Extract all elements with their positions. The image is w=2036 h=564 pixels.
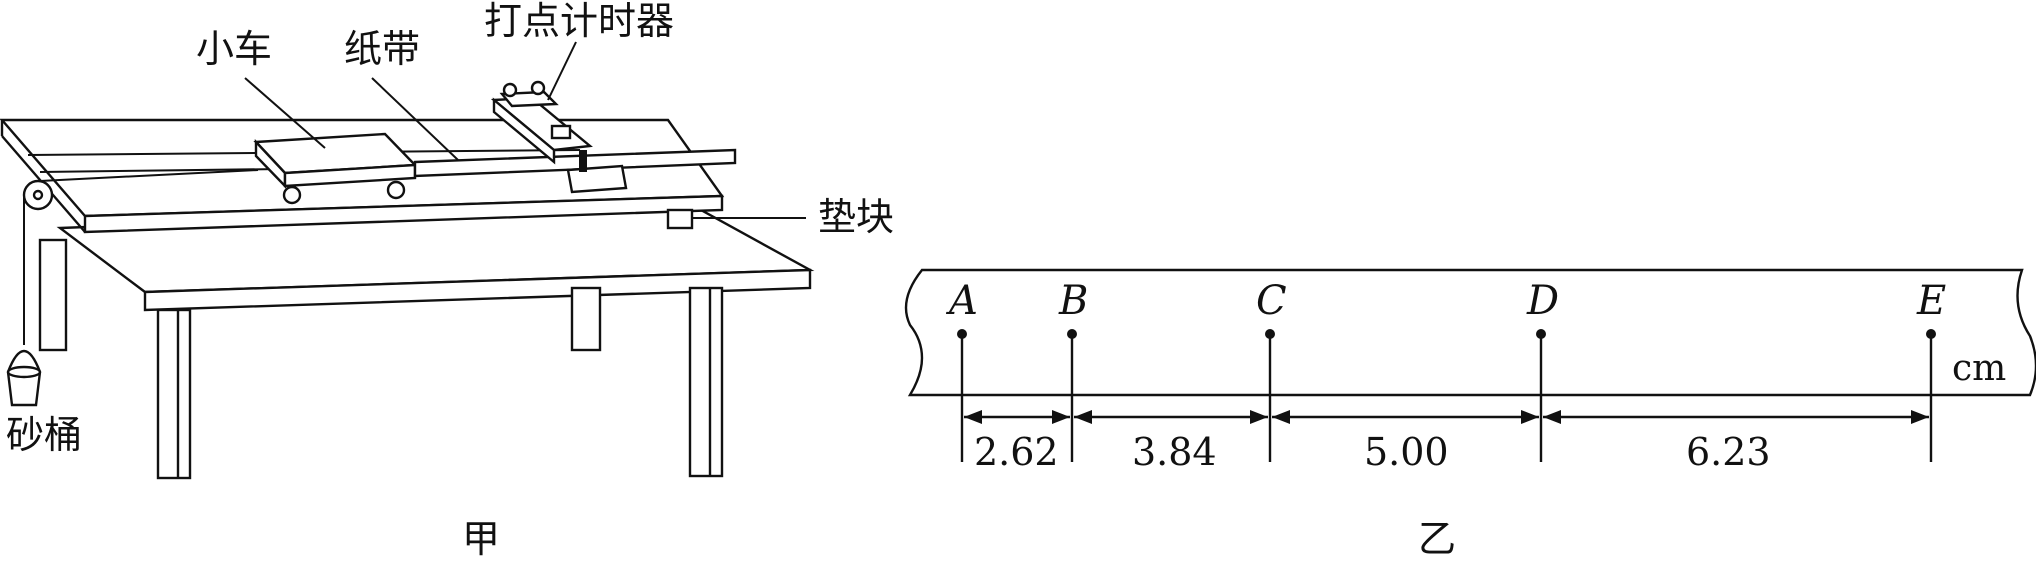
leader-tape xyxy=(371,77,459,161)
apparatus-figure: 小车 纸带 打点计时器 垫块 砂桶 甲 xyxy=(0,0,894,561)
inclined-board-edge xyxy=(83,194,724,234)
segment-DE: 6.23 xyxy=(1686,430,1771,474)
label-timer: 打点计时器 xyxy=(484,0,674,43)
timer-base xyxy=(566,164,628,194)
dot-D xyxy=(1536,329,1546,339)
label-tape: 纸带 xyxy=(344,27,420,71)
caption-yi: 乙 xyxy=(1418,517,1456,561)
segment-BC: 3.84 xyxy=(1132,430,1217,474)
dot-E xyxy=(1926,329,1936,339)
point-label-C: C xyxy=(1256,278,1287,324)
table-leg-back-right xyxy=(570,286,602,352)
leader-cart xyxy=(244,77,326,149)
paper-tape xyxy=(413,148,737,178)
support-block xyxy=(666,208,694,230)
table-leg-back-left xyxy=(38,238,68,352)
dot-A xyxy=(957,329,967,339)
point-label-B: B xyxy=(1058,278,1088,324)
label-cart: 小车 xyxy=(196,27,272,71)
label-bucket: 砂桶 xyxy=(6,413,82,457)
timer-top xyxy=(499,90,559,108)
caption-jia: 甲 xyxy=(462,517,500,561)
cart-wheel-left xyxy=(282,185,302,205)
dot-B xyxy=(1067,329,1077,339)
point-label-D: D xyxy=(1526,278,1559,324)
segment-AB: 2.62 xyxy=(974,430,1059,474)
point-label-A: A xyxy=(945,278,978,324)
cart-wheel-right xyxy=(386,180,406,200)
segment-CD: 5.00 xyxy=(1364,430,1449,474)
point-label-E: E xyxy=(1916,278,1946,324)
tape-strip xyxy=(904,268,2036,397)
label-block: 垫块 xyxy=(818,195,894,239)
unit-label: cm xyxy=(1952,348,2006,389)
table-front-edge xyxy=(143,268,812,312)
dot-C xyxy=(1265,329,1275,339)
pulley xyxy=(22,179,54,211)
table-leg-front-left xyxy=(156,308,192,480)
dimension-arrows xyxy=(964,410,1929,424)
tape-figure: A B C D E 2.62 3.84 5.00 6.2 xyxy=(904,268,2036,561)
leader-timer xyxy=(547,41,577,101)
table-leg-front-right xyxy=(688,286,724,478)
